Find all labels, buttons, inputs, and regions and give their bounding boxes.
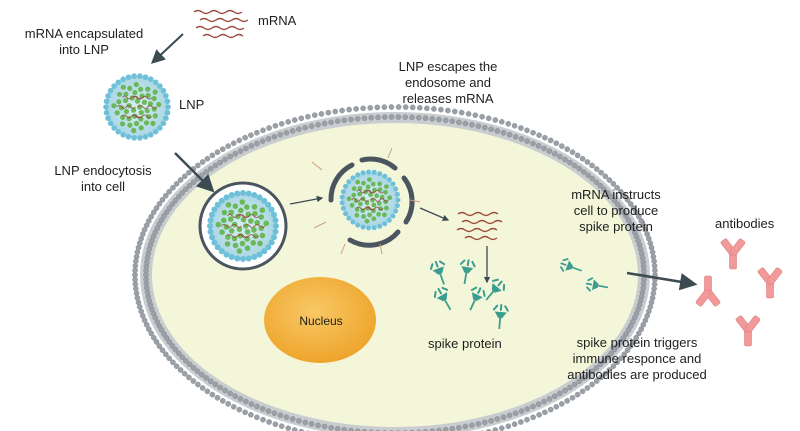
antibodies — [695, 238, 783, 347]
mrna-strand-icon — [456, 211, 503, 241]
label-line: mRNA instructs — [571, 187, 661, 202]
label-line: endosome and — [404, 75, 491, 90]
label-line: LNP endocytosis — [54, 163, 152, 178]
arrow-icon — [419, 207, 450, 221]
label-spike-protein: spike protein — [428, 336, 502, 351]
nucleus — [264, 277, 376, 363]
label-antibodies: antibodies — [715, 216, 775, 231]
spike-protein-icon — [433, 286, 452, 311]
label-line: into cell — [80, 179, 126, 194]
label-line: spike protein triggers — [576, 335, 698, 350]
spike-protein-icon — [469, 286, 486, 311]
lnp-particle-icon — [103, 73, 171, 141]
spike-protein-icon — [485, 278, 506, 301]
lnp-particle-icon — [339, 169, 401, 231]
spike-protein-icon — [492, 304, 509, 330]
arrow-icon — [626, 271, 698, 291]
antibody-icon — [720, 238, 746, 270]
label-line: cell to produce — [573, 203, 659, 218]
label-lnp: LNP — [179, 97, 205, 112]
label-line: LNP escapes the — [398, 59, 498, 74]
spike-protein-icon — [459, 259, 476, 285]
label-line: spike protein — [579, 219, 653, 234]
spike-protein-icon — [430, 260, 446, 285]
label-nucleus: Nucleus — [299, 314, 343, 328]
mrna-strand-icon — [193, 9, 249, 39]
mrna-strand-icon — [311, 147, 421, 255]
broken-endosome — [328, 156, 415, 248]
spike-protein-icon — [560, 258, 582, 272]
antibody-icon — [757, 267, 783, 299]
antibody-icon — [735, 315, 761, 347]
arrow-icon — [150, 33, 184, 64]
lnp-particle-icon — [207, 190, 279, 262]
arrow-icon — [174, 152, 215, 193]
spike-protein-icon — [585, 277, 609, 292]
label-line: releases mRNA — [402, 91, 494, 106]
antibody-icon — [695, 275, 721, 307]
arrows — [150, 33, 698, 291]
label-line: immune responce and — [572, 351, 702, 366]
label-mrna: mRNA — [258, 13, 297, 28]
arrow-icon — [289, 195, 324, 205]
label-line: mRNA encapsulated — [24, 26, 144, 41]
label-line: into LNP — [59, 42, 109, 57]
spike-proteins — [430, 258, 609, 330]
label-line: antibodies are produced — [567, 367, 707, 382]
